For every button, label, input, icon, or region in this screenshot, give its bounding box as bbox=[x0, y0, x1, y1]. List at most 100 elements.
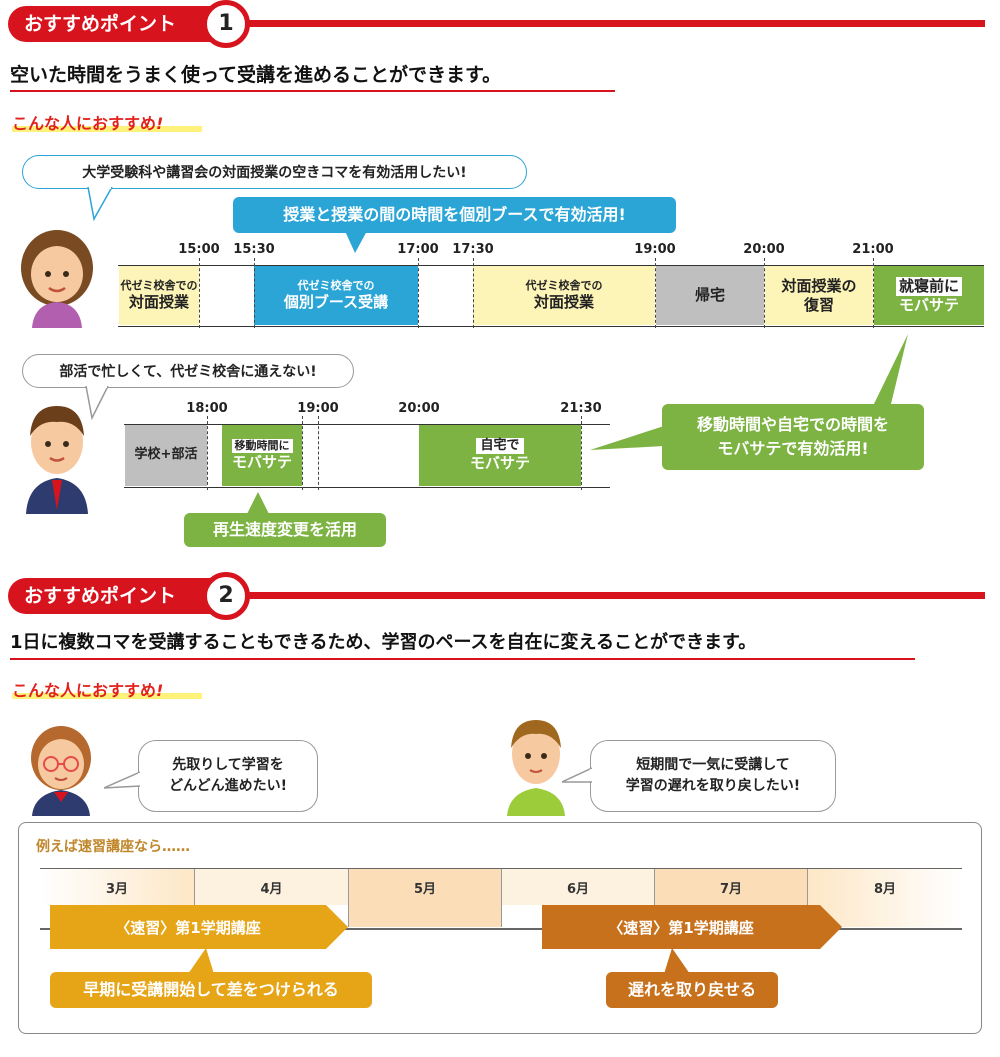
recommend1-text: こんな人におすすめ bbox=[12, 114, 157, 133]
callout-travel: 移動時間や自宅での時間を モバサテで有効活用! bbox=[662, 404, 924, 470]
note-left: 早期に受講開始して差をつけられる bbox=[50, 972, 372, 1008]
section1-number: 1 bbox=[202, 0, 250, 48]
speech-bubble-1: 大学受験科や講習会の対面授業の空きコマを有効活用したい! bbox=[22, 155, 527, 189]
girl-glasses-avatar bbox=[31, 726, 91, 816]
month-label: 3月 bbox=[105, 881, 129, 897]
timeline1-dash bbox=[764, 258, 765, 328]
bubble-1-tail bbox=[87, 187, 113, 221]
schedule-mid-line bbox=[40, 928, 962, 930]
section2-headline-underline bbox=[10, 658, 915, 660]
bubble-left-tail bbox=[104, 771, 140, 789]
block-small-text: 代ゼミ校舎での bbox=[120, 279, 198, 293]
block-big-text: モバサテ bbox=[469, 454, 530, 473]
timeline1-time: 21:00 bbox=[852, 242, 894, 257]
timeline2-dash bbox=[581, 416, 582, 490]
note-right: 遅れを取り戻せる bbox=[606, 972, 778, 1008]
month-label: 7月 bbox=[719, 881, 743, 897]
timeline2-time: 18:00 bbox=[186, 401, 228, 416]
month-divider bbox=[348, 869, 349, 927]
timeline1-block-lecture-b: 代ゼミ校舎での 対面授業 bbox=[473, 266, 655, 325]
timeline2-time: 21:30 bbox=[560, 401, 602, 416]
block-small-text: 代ゼミ校舎での bbox=[297, 279, 375, 293]
timeline2-frame bbox=[124, 424, 610, 488]
timeline2-block-home-study: 自宅で モバサテ bbox=[419, 425, 581, 486]
recommend1-label: こんな人におすすめ! bbox=[12, 110, 163, 134]
timeline2-block-school: 学校+部活 bbox=[125, 425, 207, 486]
timeline1-time: 19:00 bbox=[634, 242, 676, 257]
band-left-shape bbox=[50, 905, 348, 949]
recommend2-mark: ! bbox=[156, 681, 164, 700]
month-cell-7: 7月 bbox=[655, 869, 807, 905]
speech-bubble-2: 部活で忙しくて、代ゼミ校舎に通えない! bbox=[22, 354, 354, 388]
section2-headline: 1日に複数コマを受講することもできるため、学習のペースを自在に変えることができま… bbox=[10, 632, 757, 653]
callout-booth-tail bbox=[345, 231, 367, 253]
schedule-top-line bbox=[40, 868, 962, 870]
timeline1-block-lecture-a: 代ゼミ校舎での 対面授業 bbox=[119, 266, 199, 325]
callout-travel-line1: 移動時間や自宅での時間を bbox=[696, 415, 889, 434]
band-left-label: 〈速習〉第1学期講座 bbox=[115, 918, 261, 937]
girl-avatar bbox=[21, 230, 93, 328]
block-big-text: 就寝前に bbox=[895, 276, 962, 296]
timeline1-dash bbox=[473, 258, 474, 328]
month-divider bbox=[654, 869, 655, 905]
bubble-right-tail bbox=[562, 767, 592, 783]
recommend1-mark: ! bbox=[156, 114, 164, 133]
month-divider bbox=[501, 869, 502, 927]
callout-speed: 再生速度変更を活用 bbox=[184, 513, 386, 547]
section2-rule bbox=[225, 592, 985, 599]
recommend2-highlight bbox=[12, 693, 202, 699]
section2-number: 2 bbox=[202, 572, 250, 620]
timeline1-dash bbox=[199, 258, 200, 328]
band-right-label: 〈速習〉第1学期講座 bbox=[608, 918, 754, 937]
block-big-text: モバサテ bbox=[231, 453, 292, 471]
month-label: 5月 bbox=[413, 882, 437, 897]
timeline2-time: 20:00 bbox=[398, 401, 440, 416]
month-cell-5: 5月 bbox=[349, 869, 501, 927]
callout-travel-line2: モバサテで有効活用! bbox=[717, 439, 869, 458]
month-cell-8: 8月 bbox=[808, 869, 962, 927]
month-label: 6月 bbox=[566, 881, 590, 897]
timeline1-time: 17:30 bbox=[452, 242, 494, 257]
callout-travel-tail bbox=[590, 334, 908, 450]
block-small-text: 代ゼミ校舎での bbox=[525, 279, 603, 293]
timeline1-block-bedtime: 就寝前に モバサテ bbox=[874, 266, 984, 325]
month-cell-3: 3月 bbox=[40, 869, 194, 905]
timeline1-time: 15:30 bbox=[233, 242, 275, 257]
bubble-right-line2: 学習の遅れを取り戻したい! bbox=[625, 778, 801, 794]
timeline2-block-commute: 移動時間に モバサテ bbox=[222, 425, 302, 486]
month-label: 4月 bbox=[260, 881, 283, 897]
timeline1-time: 17:00 bbox=[397, 242, 439, 257]
callout-booth: 授業と授業の間の時間を個別ブースで有効活用! bbox=[233, 197, 676, 233]
block-big-text: 対面授業 bbox=[128, 293, 189, 311]
timeline2-dash bbox=[302, 416, 303, 490]
recommend1-highlight bbox=[12, 126, 202, 132]
section1-headline-underline bbox=[10, 90, 615, 92]
block-big-text: 学校+部活 bbox=[134, 447, 198, 463]
timeline1-dash bbox=[418, 258, 419, 328]
section2-label: おすすめポイント bbox=[8, 578, 228, 614]
block-big-text: 個別ブース受講 bbox=[283, 293, 389, 311]
block-small-text: 自宅で bbox=[476, 438, 524, 455]
section1-label: おすすめポイント bbox=[8, 6, 228, 42]
recommend2-label: こんな人におすすめ! bbox=[12, 677, 163, 701]
schedule-title: 例えば速習講座なら…… bbox=[36, 839, 190, 855]
timeline2-time: 19:00 bbox=[297, 401, 339, 416]
block-big-text-2: モバサテ bbox=[898, 295, 959, 314]
timeline1-dash bbox=[873, 258, 874, 328]
timeline1-dash bbox=[254, 258, 255, 328]
timeline2-dash bbox=[318, 416, 319, 490]
month-divider bbox=[194, 869, 195, 905]
section1-rule bbox=[225, 20, 985, 27]
band-right-shape bbox=[542, 905, 842, 949]
speech-bubble-left: 先取りして学習を どんどん進めたい! bbox=[138, 740, 318, 812]
timeline1-block-booth: 代ゼミ校舎での 個別ブース受講 bbox=[254, 266, 418, 325]
speech-bubble-right: 短期間で一気に受講して 学習の遅れを取り戻したい! bbox=[590, 740, 836, 812]
bubble-right-line1: 短期間で一気に受講して bbox=[636, 757, 790, 773]
note-left-tail bbox=[188, 948, 214, 974]
bubble-2-tail bbox=[85, 386, 109, 420]
timeline2-dash bbox=[207, 416, 208, 490]
block-big-text-2: 復習 bbox=[803, 295, 834, 314]
timeline1-block-home: 帰宅 bbox=[656, 266, 764, 325]
month-divider bbox=[807, 869, 808, 927]
block-big-text: 対面授業の bbox=[781, 276, 857, 295]
